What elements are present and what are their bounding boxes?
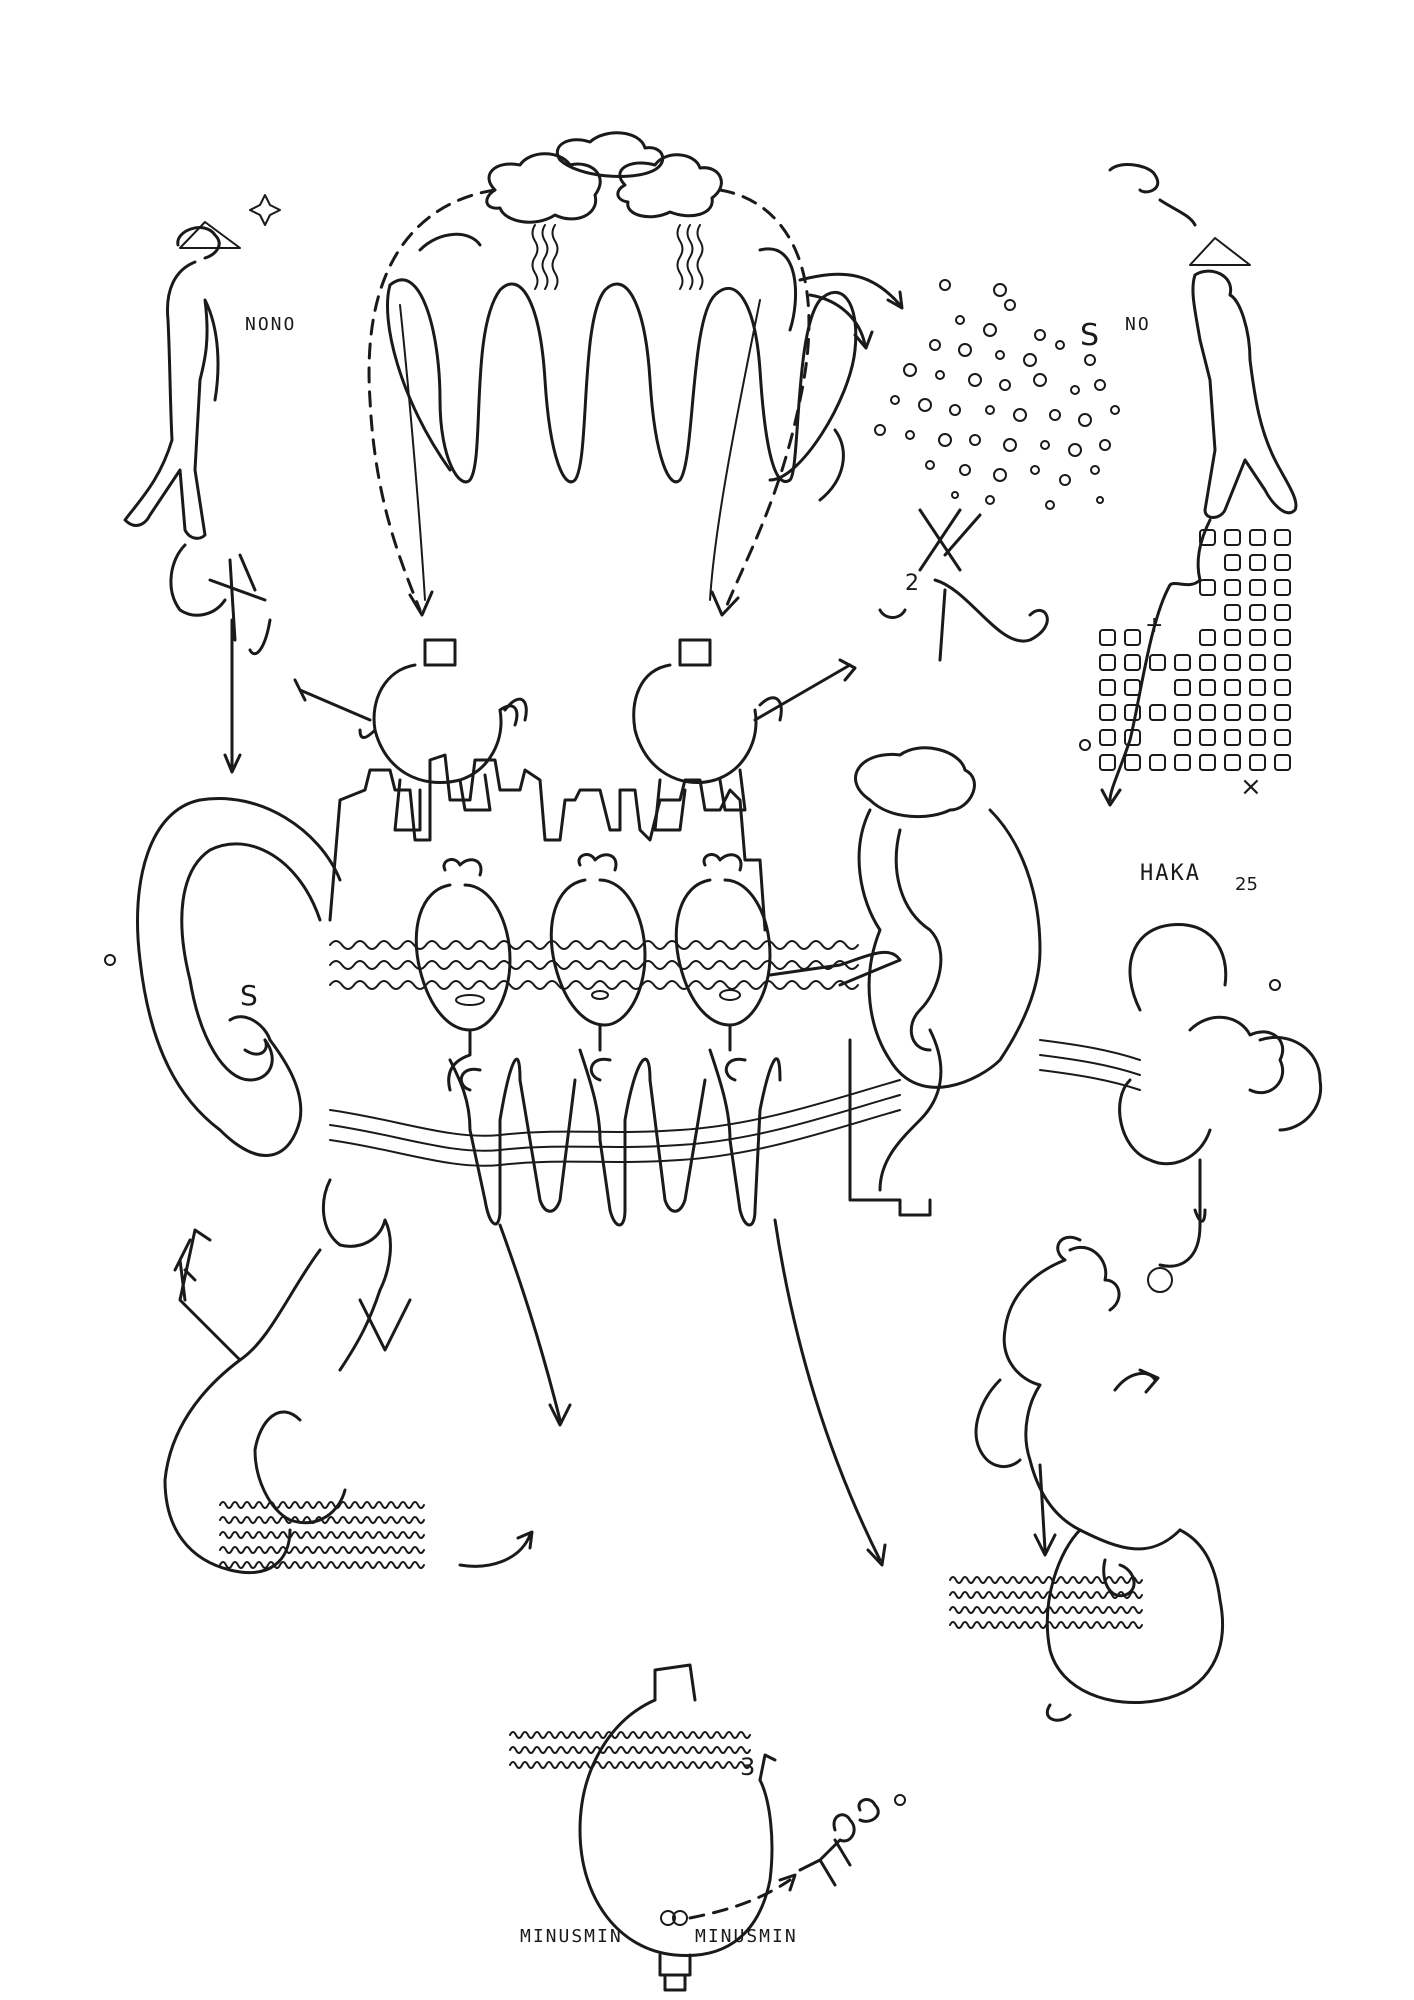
jellyfish-legs [448,1048,782,1227]
head-cluster-right [1118,922,1323,1268]
falling-line-left [498,1223,572,1427]
rain-left [531,224,559,290]
cloud-right [616,153,723,219]
dashed-arrows [367,188,904,617]
falling-line-middle [773,1218,887,1567]
scissors-figure [878,508,1049,662]
three-label: 3 [740,1753,755,1781]
walking-figure-left [123,221,272,774]
haka-number-label: 25 [1235,874,1258,895]
kneeling-figure-right [974,1236,1224,1722]
grid-cross-label: × [1240,772,1262,802]
face-one [414,858,512,1092]
face-two [549,853,647,1052]
minusmin-left-label: MINUSMIN [520,1926,623,1947]
teapot-figure-left [293,638,528,832]
running-figure-small [798,1794,906,1887]
wavy-lines-right [1039,1039,1141,1091]
square-grid [1079,529,1291,771]
wavy-block-left [219,1501,425,1569]
wavy-band-lower [329,1079,901,1167]
cloud-middle [556,131,664,178]
clouds-group [485,131,723,290]
face-three [674,853,902,1052]
wavy-band-middle [329,940,859,990]
scissors-two-label: 2 [905,571,919,596]
bubble-cloud [874,279,1120,510]
bubble-s-label: S [1080,318,1099,353]
city-skyline [328,753,767,932]
wavy-block-right [949,1576,1143,1629]
ear-right [848,746,1042,1217]
pleated-hand [386,232,858,502]
wavy-block-bottom [509,1731,751,1769]
nono-label: NONO [245,314,296,335]
ear-left [104,797,342,1157]
grid-plus-label: + [1145,613,1163,638]
minusmin-right-label: MINUSMIN [695,1926,798,1947]
curve-arrow-left [458,1530,534,1568]
no-label: NO [1125,314,1151,335]
haka-label: HAKA [1140,861,1201,886]
sparkle-icon [249,194,281,226]
cloud-left [485,152,602,224]
walking-figure-right [1100,163,1298,807]
kneeling-figure-left [163,1178,412,1575]
rain-right [676,224,704,290]
teapot-figure-right [632,638,857,832]
ear-s-label: S [240,979,258,1012]
teapot-body-bottom [578,1663,797,1992]
